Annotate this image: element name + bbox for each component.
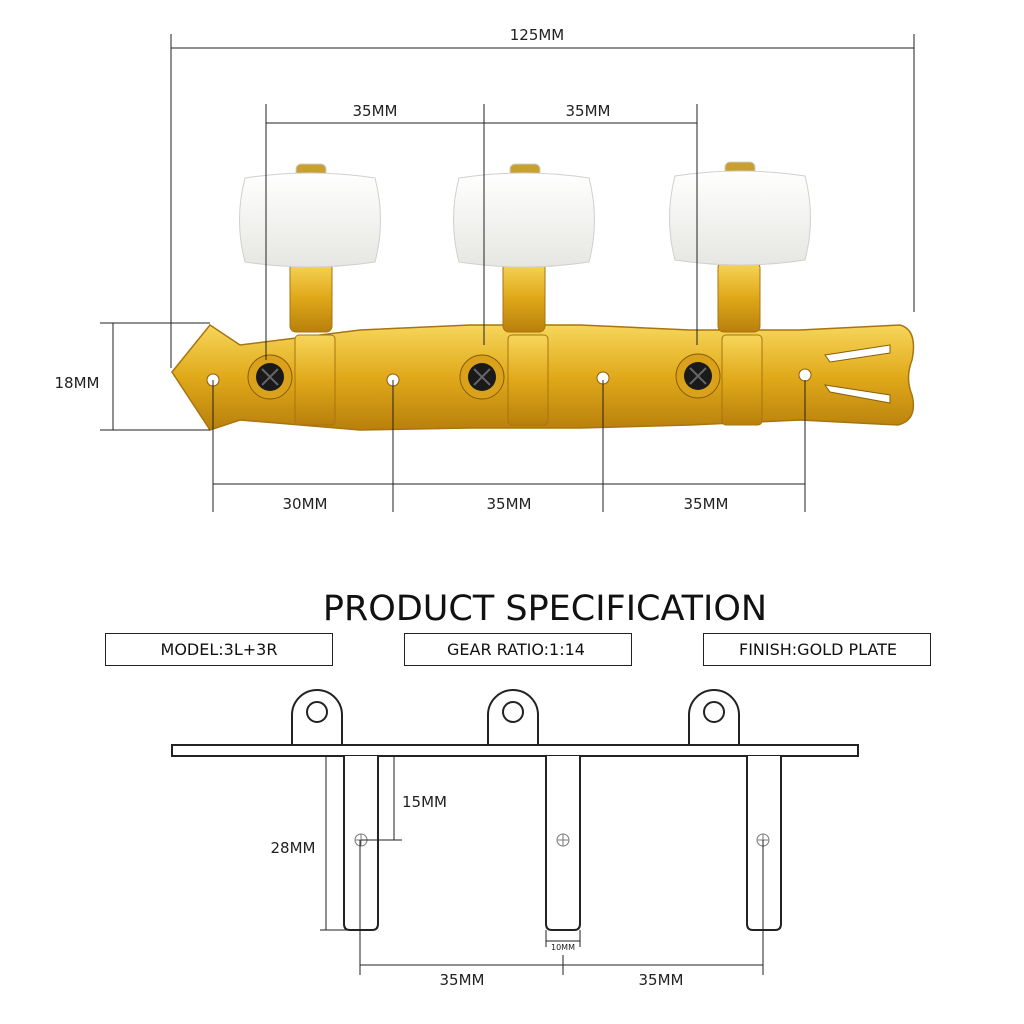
spec-box-finish: FINISH:GOLD PLATE bbox=[703, 633, 931, 666]
screws bbox=[247, 353, 721, 400]
hole-offset-label: 15MM bbox=[402, 793, 447, 811]
page-title: PRODUCT SPECIFICATION bbox=[323, 589, 767, 629]
knob-2 bbox=[453, 172, 595, 268]
knob-1 bbox=[239, 172, 381, 268]
hole-spacing-label-1: 30MM bbox=[283, 495, 328, 513]
schematic-spacing-label-2: 35MM bbox=[639, 971, 684, 989]
post-spacing-label-1: 35MM bbox=[353, 102, 398, 120]
spec-box-model: MODEL:3L+3R bbox=[105, 633, 333, 666]
schematic bbox=[171, 689, 859, 975]
overall-length-label: 125MM bbox=[510, 26, 565, 44]
tuner-photo bbox=[171, 161, 915, 431]
plate-holes bbox=[206, 344, 891, 404]
hole-spacing-label-2: 35MM bbox=[487, 495, 532, 513]
knobs bbox=[239, 161, 811, 268]
spec-gear-ratio: GEAR RATIO:1:14 bbox=[447, 640, 585, 659]
photo-dimension-lines bbox=[100, 34, 915, 512]
schematic-spacing-label-1: 35MM bbox=[440, 971, 485, 989]
post-length-label: 28MM bbox=[271, 839, 316, 857]
knob-3 bbox=[669, 170, 811, 266]
spec-model: MODEL:3L+3R bbox=[161, 640, 278, 659]
spec-box-gear-ratio: GEAR RATIO:1:14 bbox=[404, 633, 632, 666]
post-spacing-label-2: 35MM bbox=[566, 102, 611, 120]
hole-spacing-label-3: 35MM bbox=[684, 495, 729, 513]
plate-height-label: 18MM bbox=[55, 374, 100, 392]
spec-finish: FINISH:GOLD PLATE bbox=[739, 640, 897, 659]
post-width-label: 10MM bbox=[551, 943, 575, 952]
